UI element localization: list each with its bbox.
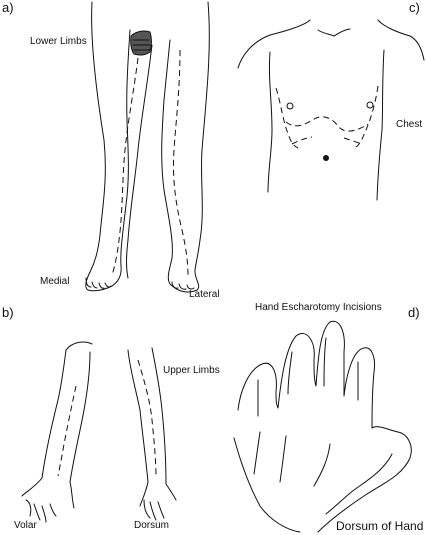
left-leg-outline	[85, 1, 131, 292]
right-foot-toes	[171, 281, 195, 290]
left-nipple	[286, 102, 294, 110]
panel-b-title: Upper Limbs	[163, 365, 220, 376]
neck-shoulders	[237, 19, 425, 69]
right-leg-outline	[161, 1, 210, 293]
groin-shading	[130, 30, 152, 56]
right-nipple	[366, 101, 374, 109]
torso-left	[267, 51, 273, 193]
dorsum-incision-line	[137, 359, 157, 479]
upper-limbs-drawing	[21, 341, 177, 523]
chest-drawing	[237, 19, 425, 201]
hand-inner-contours	[257, 337, 359, 417]
panel-c-letter: c)	[409, 0, 420, 15]
chest-incision-bottom	[291, 136, 363, 145]
dorsum-arm-outline	[127, 347, 167, 485]
chest-incision-right	[355, 85, 379, 148]
hand-outline	[237, 320, 412, 533]
collar-line	[317, 28, 351, 37]
left-leg-inner	[126, 44, 153, 279]
panel-a-lateral-label: Lateral	[189, 289, 220, 300]
panel-d-dorsum-label: Dorsum of Hand	[336, 519, 424, 533]
medial-incision-line	[111, 57, 139, 277]
panel-d-title: Hand Escharotomy Incisions	[255, 302, 382, 313]
lateral-incision-line	[172, 49, 189, 277]
hand-incision-lines	[253, 431, 331, 487]
left-foot-toes	[85, 277, 112, 289]
chest-incision-left	[275, 87, 299, 149]
panel-b-letter: b)	[2, 305, 14, 320]
hand-incision-thumb	[325, 453, 393, 515]
lower-limbs-drawing	[85, 1, 210, 293]
panel-a-medial-label: Medial	[40, 276, 70, 287]
panel-b-dorsum-label: Dorsum	[134, 520, 170, 531]
hand-base	[233, 437, 301, 533]
panel-a-letter: a)	[2, 0, 14, 15]
chest-incision-lower	[285, 116, 369, 132]
panel-c-title: Chest	[396, 119, 423, 130]
volar-hand	[21, 477, 75, 523]
panel-b-volar-label: Volar	[14, 520, 37, 531]
torso-right	[376, 49, 385, 201]
navel	[323, 155, 329, 161]
panel-d-letter: d)	[408, 305, 420, 320]
volar-arm-top	[65, 341, 93, 351]
volar-incision-line	[57, 385, 77, 477]
panel-a-title: Lower Limbs	[30, 36, 87, 47]
volar-arm-outline	[41, 349, 91, 483]
hand-drawing	[233, 320, 412, 533]
dorsum-hand	[139, 481, 177, 521]
